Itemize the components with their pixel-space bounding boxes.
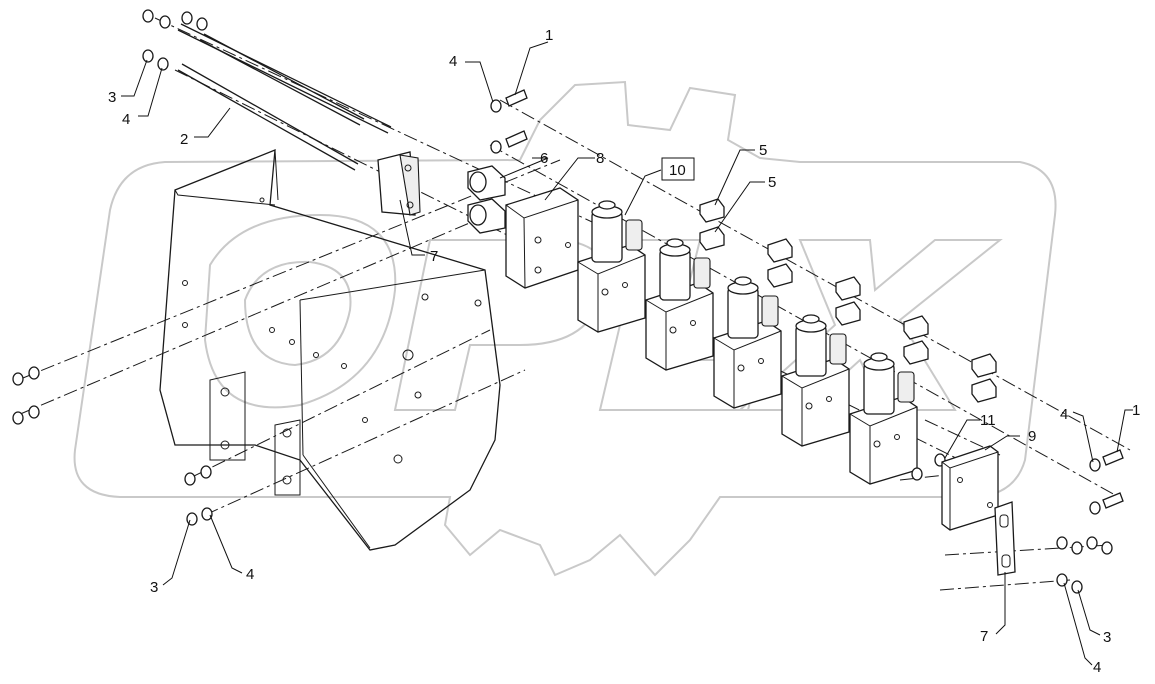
rod-end-nuts-washers — [142, 9, 208, 71]
hydraulic-fittings-6 — [467, 165, 506, 234]
callout-4-top: 4 — [449, 53, 457, 70]
threaded-rods — [177, 23, 392, 171]
callout-box-10 — [661, 157, 695, 181]
callout-4-bottom-left: 4 — [246, 566, 254, 583]
callout-1-top: 1 — [545, 27, 553, 44]
end-cover-9 — [941, 445, 999, 531]
callout-3-left: 3 — [108, 89, 116, 106]
callout-9: 9 — [1028, 428, 1036, 445]
right-fasteners — [1056, 449, 1124, 594]
callout-11: 11 — [980, 412, 996, 429]
callout-leaders — [121, 41, 1133, 666]
callout-8: 8 — [596, 150, 604, 167]
callout-3-bottom-right: 3 — [1103, 629, 1111, 646]
callout-7-left: 7 — [430, 248, 438, 265]
plate-nuts-washers — [12, 366, 213, 526]
callout-4-bottom-right: 4 — [1093, 659, 1101, 676]
valve-section-5 — [849, 352, 918, 485]
valve-section-2 — [645, 238, 714, 371]
valve-section-4 — [781, 314, 850, 447]
valve-section-3 — [713, 276, 782, 409]
callout-5-lower: 5 — [768, 174, 776, 191]
callout-4-right: 4 — [1060, 406, 1068, 423]
callout-2: 2 — [180, 131, 188, 148]
solenoid-valve-stack — [577, 200, 918, 485]
callout-3-bottom-left: 3 — [150, 579, 158, 596]
callout-7-right: 7 — [980, 628, 988, 645]
mounting-plate-housing — [159, 149, 501, 551]
bracket-left — [377, 151, 421, 216]
valve-section-1 — [577, 200, 646, 333]
callout-10: 10 — [669, 162, 686, 179]
end-block-8 — [505, 187, 579, 289]
hydraulic-fittings-5 — [699, 198, 997, 403]
assembly-center-lines — [17, 17, 1131, 591]
top-bolts — [490, 89, 528, 154]
callout-labels: 1 4 3 4 2 6 8 10 5 5 7 11 9 4 1 3 4 7 3 … — [108, 27, 1140, 676]
callout-4-left: 4 — [122, 111, 130, 128]
callout-6: 6 — [540, 150, 548, 167]
callout-5-upper: 5 — [759, 142, 767, 159]
callout-1-right: 1 — [1132, 402, 1140, 419]
bracket-right — [994, 501, 1016, 576]
